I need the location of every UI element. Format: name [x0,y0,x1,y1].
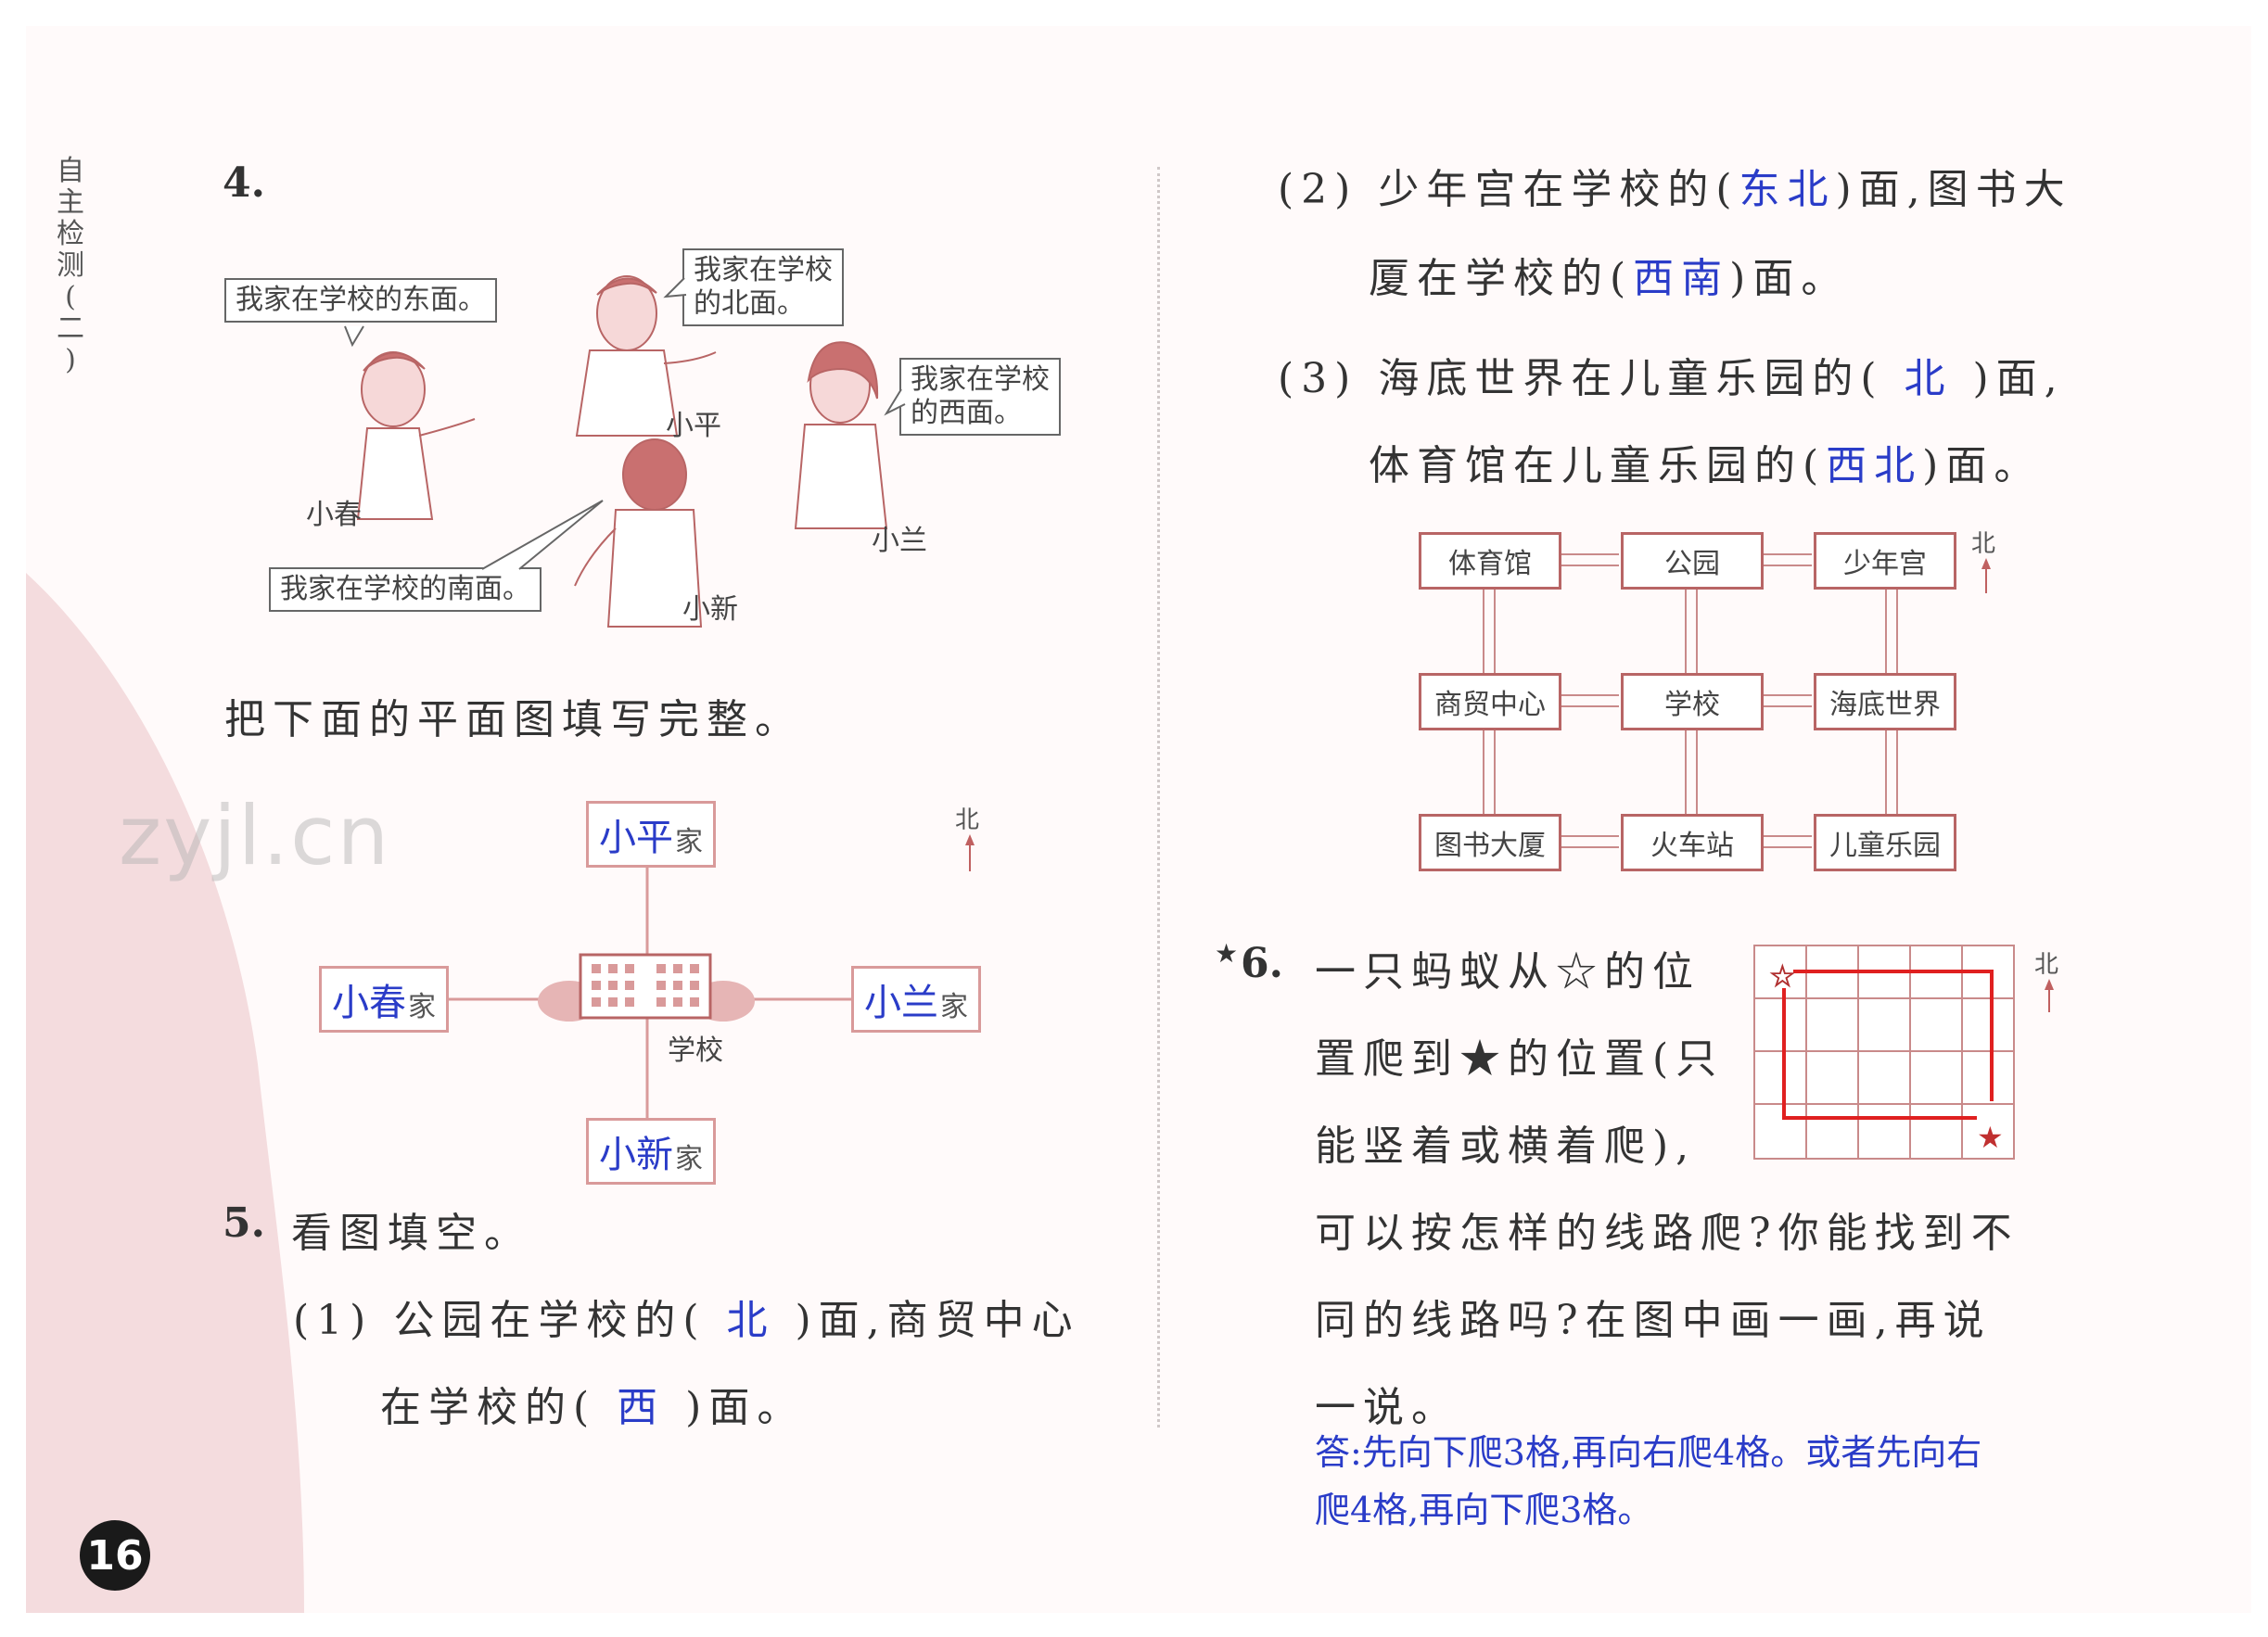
plan-box-west-home[interactable]: 小兰家 [851,966,981,1033]
plan-box-south-home[interactable]: 小新家 [586,1118,716,1185]
page-number-badge: 16 [80,1520,150,1591]
q5-part2-line1: (2) 少年宫在学校的(东北)面,图书大 [1278,166,2072,213]
children-illustration [344,275,906,628]
speech-bubble-xiaoxin: 我家在学校的南面。 [269,567,542,612]
q6-answer-line2: 爬4格,再向下爬3格。 [1315,1490,1653,1530]
q4-instruction: 把下面的平面图填写完整。 [224,696,803,743]
map-cell-trade-center: 商贸中心 [1419,673,1561,730]
q6-north-label: 北 [2034,951,2059,979]
q6-star-mark: ★ [1215,938,1239,969]
q6-text-line3: 能竖着或横着爬), [1315,1123,1697,1170]
q5-number: 5. [223,1199,265,1247]
map-cell-school: 学校 [1621,673,1764,730]
q6-number: 6. [1241,940,1283,987]
q5-answer-2a[interactable]: 东北 [1739,166,1836,213]
plan-box-east-home[interactable]: 小春家 [319,966,449,1033]
q6-text-line6: 一说。 [1315,1384,1459,1431]
svg-text:☆: ☆ [1769,958,1796,994]
plan-box-north-home[interactable]: 小平家 [586,801,716,868]
map-cell-kids-park: 儿童乐园 [1814,814,1956,871]
speech-bubble-xiaochun: 我家在学校的东面。 [224,278,497,323]
q5-part3-line1: (3) 海底世界在儿童乐园的( 北 )面, [1278,355,2065,402]
q5-part1-line1: (1) 公园在学校的( 北 )面,商贸中心 [293,1297,1080,1344]
name-xiaoping: 小平 [666,410,721,442]
svg-text:★: ★ [1977,1120,2004,1155]
q6-text-line2: 置爬到★的位置(只 [1315,1035,1725,1083]
map-cell-park: 公园 [1621,532,1764,590]
name-xiaochun: 小春 [306,499,362,531]
pink-decoration [26,573,304,1613]
watermark: zyjl.cn [119,788,391,883]
name-xiaolan: 小兰 [872,525,927,557]
school-label: 学校 [668,1034,723,1067]
q5-answer-1b[interactable]: 西 [617,1384,666,1431]
side-section-label: 自主检 测(二 ) [57,155,84,376]
map-cell-ocean-world: 海底世界 [1814,673,1956,730]
speech-bubble-xiaolan: 我家在学校的西面。 [899,358,1061,436]
q5-answer-2b[interactable]: 西南 [1633,255,1730,302]
map-cell-train-station: 火车站 [1621,814,1764,871]
name-xiaoxin: 小新 [682,593,738,626]
q5-map-connectors [1483,553,1991,848]
q5-part2-line2: 厦在学校的(西南)面。 [1369,255,1850,302]
q5-north-label: 北 [1971,530,1996,558]
q5-answer-3a[interactable]: 北 [1904,355,1953,402]
q5-answer-1a[interactable]: 北 [726,1297,775,1344]
q6-answer-line1: 答:先向下爬3格,再向右爬4格。或者先向右 [1315,1432,1982,1473]
q5-part3-line2: 体育馆在儿童乐园的(西北)面。 [1369,442,2043,489]
q4-plan-lines [445,834,975,1122]
q6-text-line1: 一只蚂蚁从☆的位 [1315,948,1701,996]
q6-text-line4: 可以按怎样的线路爬?你能找到不 [1315,1210,2020,1257]
q4-number: 4. [223,159,265,207]
map-cell-youth-palace: 少年宫 [1814,532,1956,590]
q5-part1-line2: 在学校的( 西 )面。 [380,1384,806,1431]
q5-answer-3b[interactable]: 西北 [1826,442,1923,489]
q4-north-label: 北 [955,806,980,834]
map-cell-book-building: 图书大厦 [1419,814,1561,871]
q6-text-line5: 同的线路吗?在图中画一画,再说 [1315,1297,1992,1344]
column-divider [1157,167,1160,1428]
q5-title: 看图填空。 [291,1210,532,1257]
map-cell-gym: 体育馆 [1419,532,1561,590]
q6-grid: ☆ ★ [1753,945,2054,1160]
